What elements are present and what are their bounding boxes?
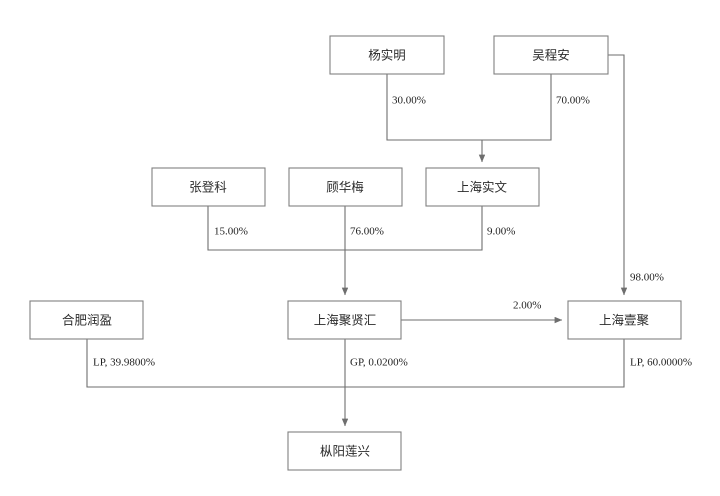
node-label-hefeirunying: 合肥润盈 <box>62 312 112 327</box>
node-box-shanghaishiwen[interactable] <box>425 167 540 207</box>
node-shanghaijuxianhui[interactable]: 上海聚贤汇 <box>287 300 402 340</box>
edge-label-hefei-zongyang: LP, 39.9800% <box>93 357 155 369</box>
edge-label-shiwen-juxian: 9.00% <box>487 226 515 238</box>
node-zongyanglianxing[interactable]: 枞阳莲兴 <box>287 431 402 471</box>
node-box-zhangdengke[interactable] <box>151 167 266 207</box>
edge-line-wu-shiwen <box>482 74 552 141</box>
edge-line-hefei-zongyang <box>86 339 345 388</box>
node-box-shanghaijuxianhui[interactable] <box>287 300 402 340</box>
node-shanghaishiwen[interactable]: 上海实文 <box>425 167 540 207</box>
node-label-shanghaijuxianhui: 上海聚贤汇 <box>314 312 377 327</box>
edge-label-gu-juxian: 76.00% <box>350 226 384 238</box>
node-shanghaiyiju[interactable]: 上海壹聚 <box>567 300 682 340</box>
node-wuchengan[interactable]: 吴程安 <box>493 35 609 75</box>
node-label-shanghaiyiju: 上海壹聚 <box>599 312 650 327</box>
node-label-yangshiming: 杨实明 <box>368 47 406 62</box>
edge-label-juxian-zongyang: GP, 0.0200% <box>350 357 408 369</box>
edge-label-juxian-yiju: 2.00% <box>513 300 541 312</box>
node-layer: 杨实明 吴程安 张登科 顾华梅 上海实文 合肥润盈 <box>29 35 682 471</box>
edge-line-wu-yiju <box>608 54 628 296</box>
node-box-guhuamei[interactable] <box>288 167 403 207</box>
edge-label-layer: 30.00% 70.00% 98.00% 15.00% 76.00% 9.00%… <box>93 95 692 369</box>
node-box-zongyanglianxing[interactable] <box>287 431 402 471</box>
connector-layer <box>86 54 628 427</box>
edge-label-wu-yiju: 98.00% <box>630 272 664 284</box>
edge-line-zhang-juxian <box>207 206 345 251</box>
node-box-wuchengan[interactable] <box>493 35 609 75</box>
node-box-shanghaiyiju[interactable] <box>567 300 682 340</box>
node-label-guhuamei: 顾华梅 <box>326 179 364 194</box>
node-box-yangshiming[interactable] <box>329 35 445 75</box>
node-label-wuchengan: 吴程安 <box>532 47 570 62</box>
edge-label-zhang-juxian: 15.00% <box>214 226 248 238</box>
node-hefeirunying[interactable]: 合肥润盈 <box>29 300 144 340</box>
node-zhangdengke[interactable]: 张登科 <box>151 167 266 207</box>
edge-line-yiju-zongyang <box>345 339 625 388</box>
node-yangshiming[interactable]: 杨实明 <box>329 35 445 75</box>
edge-label-yiju-zongyang: LP, 60.0000% <box>630 357 692 369</box>
node-box-hefeirunying[interactable] <box>29 300 144 340</box>
node-label-shanghaishiwen: 上海实文 <box>457 179 508 194</box>
edge-line-yang-shiwen <box>386 74 482 141</box>
node-guhuamei[interactable]: 顾华梅 <box>288 167 403 207</box>
edge-label-yang-shiwen: 30.00% <box>392 95 426 107</box>
node-label-zongyanglianxing: 枞阳莲兴 <box>320 444 370 458</box>
node-label-zhangdengke: 张登科 <box>189 179 227 194</box>
edge-label-wu-shiwen: 70.00% <box>556 95 590 107</box>
edge-line-shiwen-juxian <box>345 206 483 251</box>
